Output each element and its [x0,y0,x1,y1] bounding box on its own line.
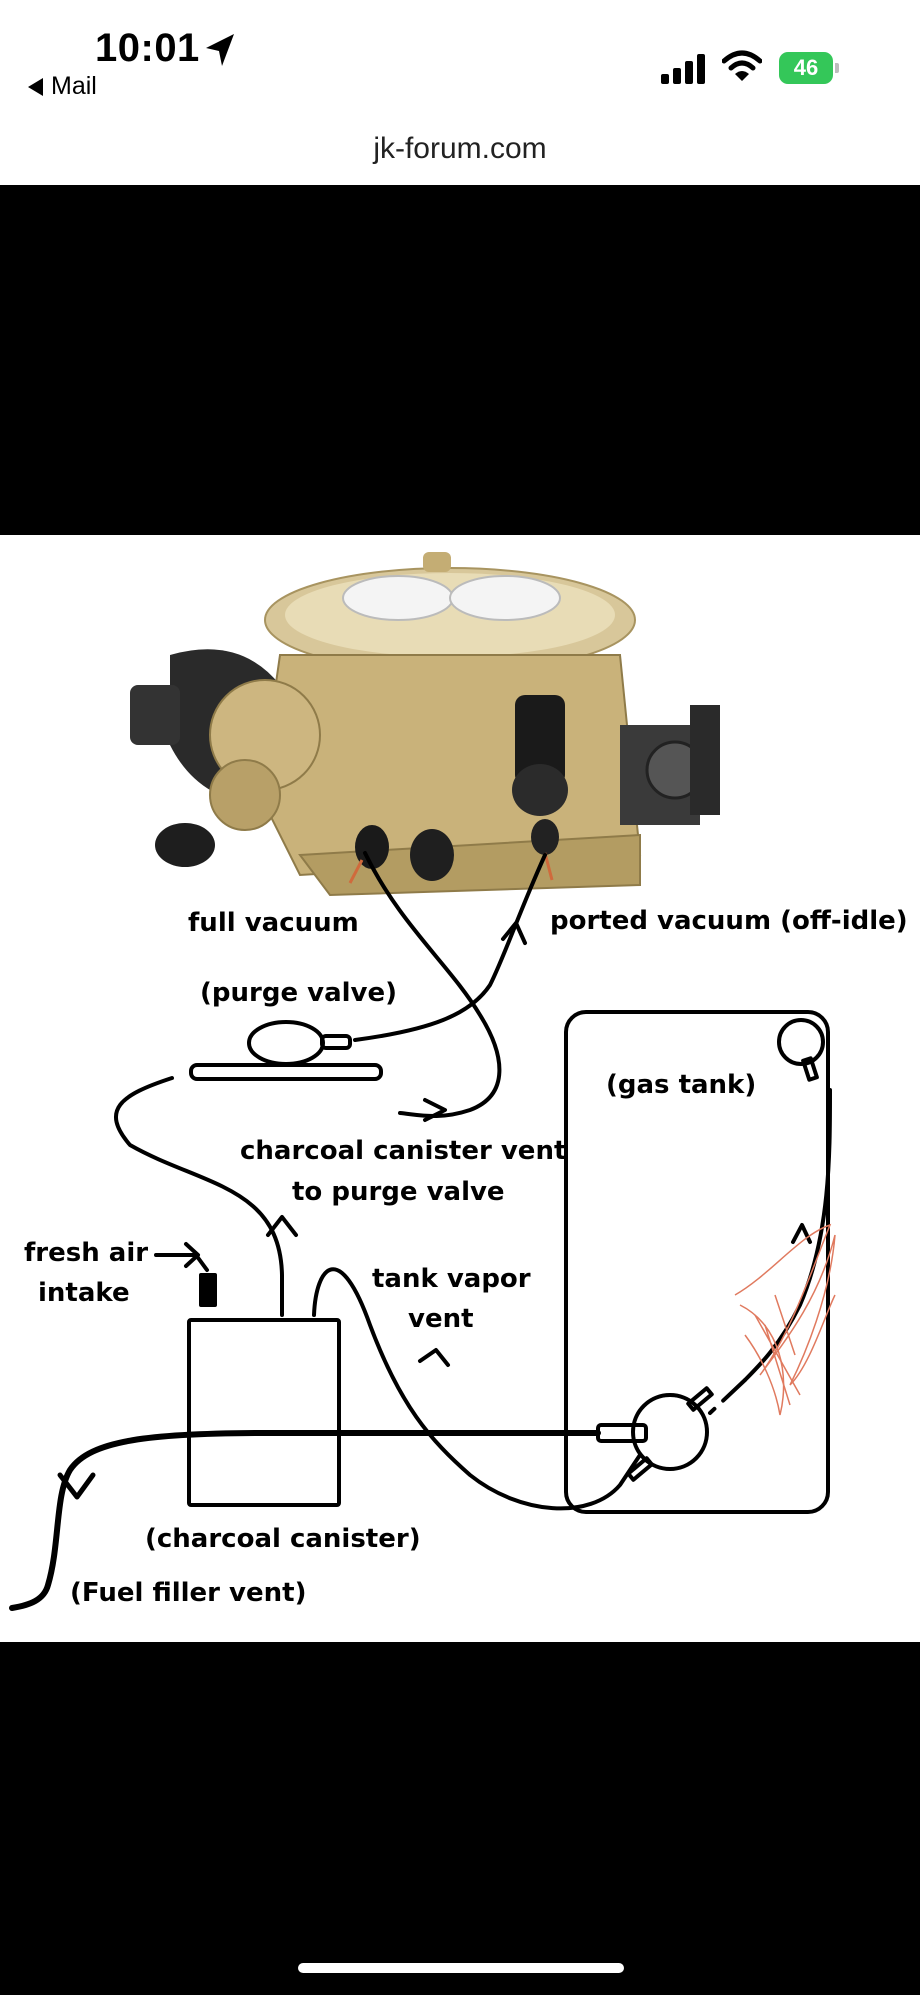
red-scribble-annotation [734,1223,836,1416]
hose-lines [9,851,832,1611]
battery-cap-icon [835,63,839,73]
diagram-drawing [9,552,836,1611]
image-letterbox-bottom [0,1642,920,1995]
battery-level: 46 [779,52,833,84]
label-charcoal-canister: (charcoal canister) [145,1524,421,1554]
throttle-body-image [130,552,720,897]
status-bar: 10:01 Mail 46 jk-forum.com [0,0,920,165]
label-fuel-filler-vent: (Fuel filler vent) [70,1578,307,1608]
label-fresh-air-line2: intake [38,1278,130,1308]
cellular-signal-icon [661,54,705,84]
label-tank-vapor-line2: vent [408,1304,474,1334]
image-letterbox-top [0,185,920,535]
label-canister-vent-line2: to purge valve [292,1177,505,1207]
evap-system-diagram[interactable]: full vacuum ported vacuum (off-idle) (pu… [0,535,920,1642]
battery-indicator: 46 [779,52,841,84]
label-purge-valve: (purge valve) [200,978,397,1008]
label-ported-vacuum: ported vacuum (off-idle) [550,906,908,936]
label-fresh-air-line1: fresh air [24,1238,149,1268]
status-time: 10:01 [95,26,200,70]
back-triangle-icon [28,77,43,96]
home-indicator[interactable] [298,1963,624,1973]
wifi-icon [722,50,762,81]
back-to-app-button[interactable]: Mail [28,72,97,101]
location-arrow-icon [206,34,234,66]
label-full-vacuum: full vacuum [188,908,359,938]
back-app-label: Mail [51,72,97,100]
label-gas-tank: (gas tank) [606,1070,757,1100]
label-canister-vent-line1: charcoal canister vent [240,1136,567,1166]
url-bar[interactable]: jk-forum.com [373,132,547,165]
label-tank-vapor-line1: tank vapor [372,1264,531,1294]
